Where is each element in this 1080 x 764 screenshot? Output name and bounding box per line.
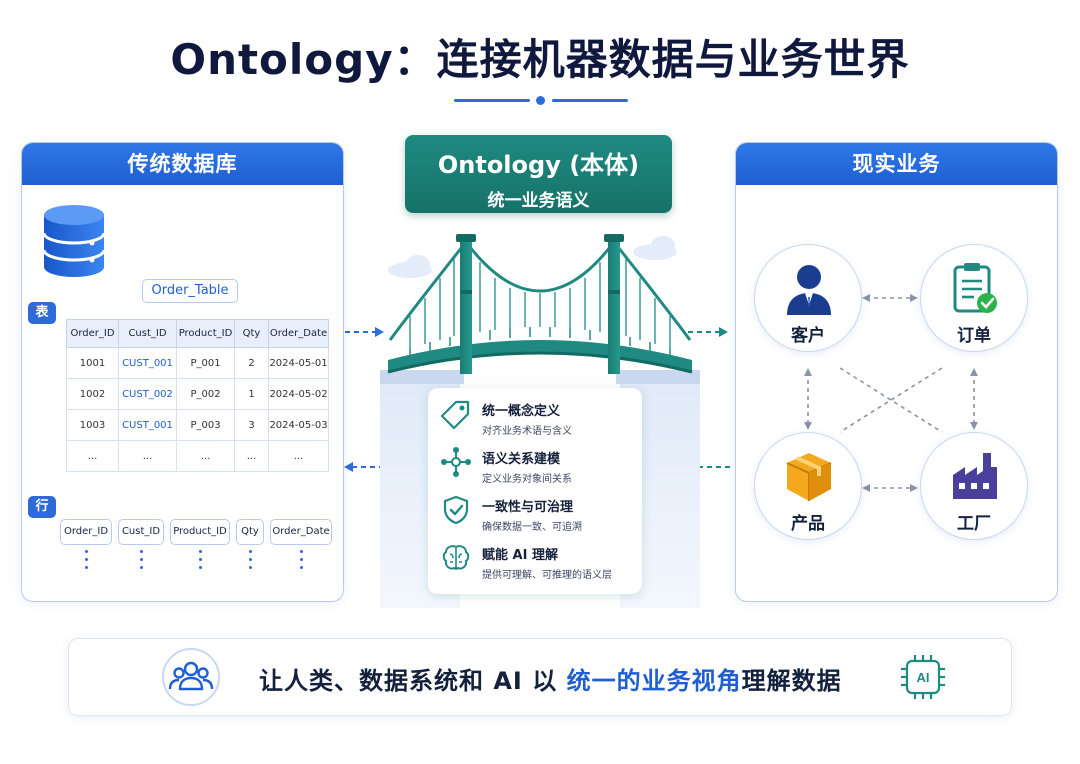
feature-item: 一致性与可治理 确保数据一致、可追溯 <box>440 490 632 538</box>
continuation-dots <box>139 550 143 574</box>
people-group-icon <box>162 648 220 706</box>
feature-title: 统一概念定义 <box>482 404 561 419</box>
product-label: 产品 <box>791 514 825 534</box>
row-field: Product_ID <box>170 519 230 569</box>
traditional-database-header: 传统数据库 <box>22 143 343 185</box>
row-field: Qty <box>236 519 264 569</box>
person-icon <box>787 265 831 315</box>
feature-desc: 确保数据一致、可追溯 <box>482 522 582 533</box>
slogan-text: 让人类、数据系统和 AI 以 统一的业务视角理解数据 <box>259 661 842 696</box>
row-field-label: Cust_ID <box>121 526 161 537</box>
table-cell: CUST_002 <box>118 378 177 410</box>
row-field: Cust_ID <box>118 519 164 569</box>
title-underline-left <box>454 99 530 102</box>
table-row: ... ... ... ... ... <box>66 440 329 472</box>
row-field-label: Product_ID <box>173 526 227 537</box>
row-field-label: Order_ID <box>63 526 109 537</box>
feature-desc: 定义业务对象间关系 <box>482 474 572 485</box>
ontology-badge-subtitle: 统一业务语义 <box>487 191 590 211</box>
slogan-highlight: 统一的业务视角 <box>566 667 742 695</box>
shield-check-icon <box>443 495 469 525</box>
ontology-feature-card: 统一概念定义 对齐业务术语与含义 语义关系建模 定义业务对象间关系 一致性与可治… <box>428 388 642 594</box>
page-title: Ontology：连接机器数据与业务世界 <box>170 35 910 84</box>
order-table: Order_ID Cust_ID Product_ID Qty Order_Da… <box>66 319 329 472</box>
table-cell: ... <box>268 440 329 472</box>
continuation-dots <box>299 550 303 574</box>
ontology-badge-title: Ontology (本体) <box>437 151 640 179</box>
continuation-dots <box>84 550 88 574</box>
network-icon <box>441 447 471 477</box>
feature-item: 赋能 AI 理解 提供可理解、可推理的语义层 <box>440 538 632 586</box>
table-cell: P_003 <box>176 409 235 441</box>
slogan-suffix: 理解数据 <box>741 667 842 695</box>
factory-icon <box>953 453 997 499</box>
table-cell: 2024-05-01 <box>268 347 329 379</box>
product-node: 产品 <box>754 432 862 540</box>
row-field: Order_ID <box>60 519 112 569</box>
table-cell: ... <box>118 440 177 472</box>
column-header: Qty <box>234 319 269 348</box>
feature-title: 赋能 AI 理解 <box>482 548 558 563</box>
continuation-dots <box>248 550 252 574</box>
table-cell: CUST_001 <box>118 409 177 441</box>
database-icon <box>42 205 106 277</box>
order-label: 订单 <box>957 326 991 346</box>
slogan-prefix: 让人类、数据系统和 AI 以 <box>259 667 567 695</box>
ontology-badge: Ontology (本体) 统一业务语义 <box>405 135 672 213</box>
row-field: Order_Date <box>270 519 332 569</box>
real-business-header: 现实业务 <box>736 143 1057 185</box>
customer-node: 客户 <box>754 244 862 352</box>
column-header: Product_ID <box>176 319 235 348</box>
feature-desc: 对齐业务术语与含义 <box>482 426 572 437</box>
column-header: Order_Date <box>268 319 329 348</box>
feature-item: 统一概念定义 对齐业务术语与含义 <box>440 394 632 442</box>
table-cell: 2024-05-03 <box>268 409 329 441</box>
box-icon <box>786 453 832 501</box>
feature-desc: 提供可理解、可推理的语义层 <box>482 570 612 581</box>
table-cell: ... <box>176 440 235 472</box>
row-field-label: Order_Date <box>272 526 330 537</box>
row-field-label: Qty <box>241 526 259 537</box>
factory-node: 工厂 <box>920 432 1028 540</box>
title-underline-dot <box>536 96 545 105</box>
factory-label: 工厂 <box>957 514 991 534</box>
feature-item: 语义关系建模 定义业务对象间关系 <box>440 442 632 490</box>
clipboard-check-icon <box>953 263 997 313</box>
table-cell: 2024-05-02 <box>268 378 329 410</box>
brain-icon <box>442 545 470 571</box>
customer-label: 客户 <box>791 326 825 346</box>
ai-chip-icon: AI <box>901 655 945 699</box>
table-cell: ... <box>66 440 119 472</box>
table-row: 1003 CUST_001 P_003 3 2024-05-03 <box>66 409 329 441</box>
order-table-name: Order_Table <box>142 279 238 303</box>
row-field-list: Order_ID Cust_ID Product_ID Qty Order_Da… <box>60 519 332 569</box>
order-node: 订单 <box>920 244 1028 352</box>
ai-chip-label: AI <box>917 670 930 685</box>
row-tag: 行 <box>28 496 56 518</box>
traditional-database-panel: 传统数据库 Order_Table 表 Order_ID Cust_ID Pro… <box>21 142 344 602</box>
table-tag: 表 <box>28 302 56 324</box>
slogan-banner: 让人类、数据系统和 AI 以 统一的业务视角理解数据 AI <box>68 638 1012 716</box>
title-underline-right <box>552 99 628 102</box>
table-row: 1002 CUST_002 P_002 1 2024-05-02 <box>66 378 329 410</box>
table-cell: P_002 <box>176 378 235 410</box>
continuation-dots <box>198 550 202 574</box>
tag-icon <box>440 400 470 430</box>
feature-title: 语义关系建模 <box>482 452 561 467</box>
feature-title: 一致性与可治理 <box>482 500 574 515</box>
